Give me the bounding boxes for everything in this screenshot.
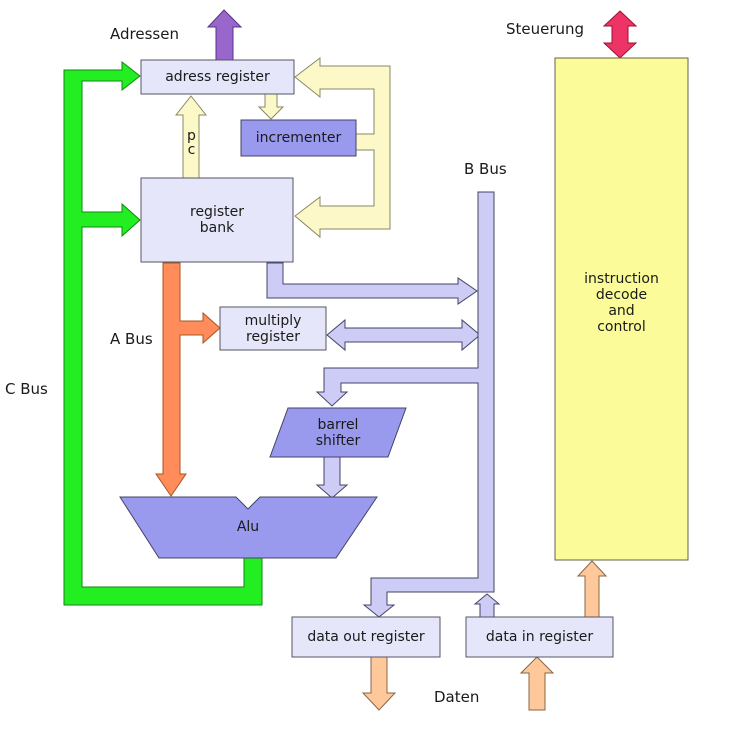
multiply-register-label: multiply register bbox=[244, 312, 302, 345]
incrementer: incrementer bbox=[241, 120, 356, 156]
b-bus bbox=[315, 191, 495, 618]
multiply-bbus-double-arrow bbox=[326, 318, 481, 352]
b-bus-label: B Bus bbox=[464, 160, 507, 178]
address-register: adress register bbox=[141, 60, 294, 94]
register-bank-box bbox=[140, 177, 294, 263]
a-bus bbox=[155, 262, 221, 497]
barrel-shifter-box bbox=[269, 407, 407, 458]
incrementer-label: incrementer bbox=[255, 130, 342, 146]
daten-to-datain-arrow bbox=[519, 656, 555, 711]
address-register-box bbox=[140, 59, 295, 95]
c-bus bbox=[63, 60, 263, 606]
datain-to-decode-arrow bbox=[576, 560, 608, 618]
barrel-shifter-label: barrel shifter bbox=[315, 416, 361, 449]
adressen-label: Adressen bbox=[110, 25, 179, 43]
data-out-register-label: data out register bbox=[307, 629, 425, 645]
steuerung-label: Steuerung bbox=[506, 20, 585, 38]
c-bus-label: C Bus bbox=[5, 380, 48, 398]
control-double-arrow bbox=[602, 10, 638, 59]
address-out-arrow bbox=[206, 9, 243, 61]
datain-to-bbus-arrow bbox=[473, 593, 501, 618]
data-out-register-box bbox=[291, 616, 441, 658]
pc-label: pc bbox=[183, 128, 200, 156]
daten-label: Daten bbox=[434, 688, 480, 706]
register-bank: register bank bbox=[141, 178, 293, 262]
pc-arrow bbox=[174, 95, 208, 179]
incrementer-box bbox=[240, 119, 357, 157]
barrel-shifter: barrel shifter bbox=[278, 408, 398, 457]
data-in-register: data in register bbox=[466, 617, 613, 657]
address-register-label: adress register bbox=[165, 69, 270, 85]
multiply-register-box bbox=[219, 306, 327, 351]
alu-box bbox=[119, 496, 378, 559]
incrementer-feedback-path bbox=[294, 56, 391, 239]
addr-to-incrementer-arrow bbox=[257, 93, 285, 120]
instruction-decode-label: instruction decode and control bbox=[584, 271, 659, 335]
regbank-to-bbus-arrow bbox=[266, 262, 478, 305]
a-bus-label: A Bus bbox=[110, 330, 153, 348]
alu-label: Alu bbox=[236, 519, 260, 535]
instruction-decode-and-control: instruction decode and control bbox=[555, 258, 688, 348]
instruction-decode-box bbox=[554, 57, 689, 561]
alu: Alu bbox=[160, 510, 336, 544]
data-out-register: data out register bbox=[292, 617, 440, 657]
register-bank-label: register bank bbox=[190, 204, 244, 236]
pc-label-wrap: pc bbox=[183, 124, 200, 160]
data-in-register-label: data in register bbox=[485, 629, 594, 645]
shifter-to-alu-arrow bbox=[315, 456, 349, 499]
dataout-to-daten-arrow bbox=[361, 656, 397, 711]
multiply-register: multiply register bbox=[220, 307, 326, 350]
data-in-register-box bbox=[465, 616, 614, 658]
